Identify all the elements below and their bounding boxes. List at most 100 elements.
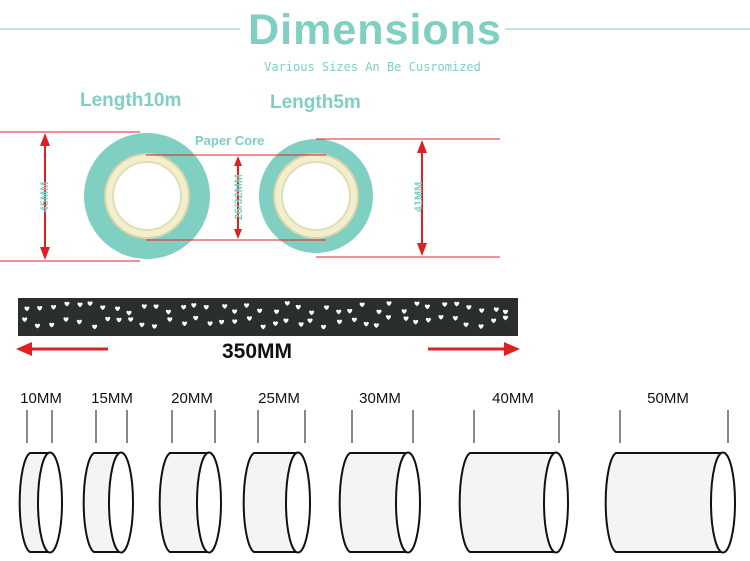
heart-icon	[479, 308, 485, 314]
heart-icon	[413, 319, 419, 325]
heart-icon	[49, 322, 55, 328]
heart-icon	[401, 309, 407, 314]
heart-icon	[100, 305, 106, 311]
width-cylinder	[604, 410, 736, 554]
width-label-20mm: 20MM	[171, 390, 213, 407]
heart-icon	[232, 309, 238, 315]
heart-icon	[50, 305, 57, 310]
width-cylinder	[242, 410, 311, 554]
heart-icon	[167, 317, 173, 323]
outer-10m-size: 45MM	[39, 181, 51, 213]
heart-icon	[153, 304, 159, 310]
heart-icon	[37, 305, 43, 311]
heart-icon	[272, 321, 279, 327]
heart-icon	[502, 315, 509, 321]
heart-icon	[246, 316, 252, 321]
tape-length-label: 350MM	[222, 340, 293, 363]
width-cylinder	[82, 410, 134, 554]
page-title: Dimensions	[248, 6, 502, 54]
heart-icon	[452, 316, 458, 321]
heart-icon	[116, 317, 122, 323]
heart-icon	[64, 301, 70, 307]
width-label-10mm: 10MM	[20, 390, 62, 407]
heart-icon	[466, 305, 472, 310]
paper-core-label: Paper Core	[195, 133, 265, 148]
outer-5m-size: 41MM	[413, 181, 425, 213]
heart-icon	[347, 308, 353, 314]
heart-icon	[307, 318, 313, 324]
width-cylinder	[458, 410, 569, 554]
width-label-15mm: 15MM	[91, 390, 133, 407]
heart-icon	[219, 319, 225, 325]
heart-icon	[385, 315, 392, 320]
heart-icon	[295, 304, 301, 310]
heart-icon	[336, 319, 343, 325]
heart-icon	[128, 317, 134, 322]
heart-icon	[336, 309, 342, 315]
heart-icon	[257, 308, 263, 314]
width-label-50mm: 50MM	[647, 390, 689, 407]
heart-icon	[478, 324, 484, 329]
heart-icon	[232, 319, 238, 325]
heart-icon	[126, 310, 132, 316]
heart-icon	[454, 301, 460, 307]
heart-icon	[376, 309, 382, 315]
heart-icon	[403, 316, 409, 322]
heart-icon	[151, 324, 158, 329]
heart-icon	[386, 301, 392, 307]
heart-icon	[222, 304, 228, 309]
width-cylinder	[18, 410, 63, 554]
dimension-core	[146, 154, 326, 241]
heart-icon	[351, 317, 357, 323]
heart-icon	[414, 301, 420, 307]
heart-icon	[502, 309, 509, 315]
heart-icon	[114, 306, 121, 312]
core-size: 26/32MM	[233, 174, 245, 220]
heart-icon	[284, 301, 290, 306]
heart-icon	[22, 317, 28, 323]
arrow-left-icon	[16, 342, 32, 356]
heart-icon	[323, 305, 330, 311]
heart-icon	[320, 324, 327, 330]
heart-icon	[77, 302, 83, 308]
heart-icon	[203, 305, 209, 310]
heart-icon	[298, 322, 304, 328]
heart-icon	[424, 304, 430, 310]
heart-icon	[363, 321, 369, 327]
heart-icon	[24, 306, 30, 312]
heart-icon	[359, 302, 365, 308]
heart-icon	[191, 303, 197, 308]
heart-icon	[491, 318, 497, 324]
length-10m-label: Length10m	[80, 90, 182, 111]
tape-strip	[18, 298, 518, 336]
heart-icon	[283, 318, 289, 324]
heart-icon	[76, 319, 82, 325]
dimension-45mm	[0, 131, 140, 262]
heart-icon	[139, 322, 145, 328]
width-cylinder	[338, 410, 421, 554]
heart-icon	[373, 323, 379, 328]
heart-icon	[181, 304, 187, 310]
heart-icon	[182, 321, 188, 327]
heart-icon	[463, 322, 469, 328]
width-label-25mm: 25MM	[258, 390, 300, 407]
heart-icon	[92, 324, 98, 330]
arrow-right-icon	[504, 342, 520, 356]
heart-icon	[260, 324, 266, 330]
heart-icon	[493, 307, 499, 313]
heart-icon	[244, 303, 250, 309]
width-label-30mm: 30MM	[359, 390, 401, 407]
heart-icon	[87, 301, 93, 307]
heart-icon	[438, 314, 444, 320]
heart-icon	[193, 315, 199, 321]
width-cylinder	[158, 410, 222, 554]
heart-icon	[63, 317, 69, 322]
heart-icon	[34, 323, 41, 329]
tape-roll-10m	[84, 133, 210, 259]
heart-icon	[425, 317, 431, 323]
width-samples	[18, 410, 736, 554]
heart-icon	[274, 309, 280, 315]
width-label-40mm: 40MM	[492, 390, 534, 407]
